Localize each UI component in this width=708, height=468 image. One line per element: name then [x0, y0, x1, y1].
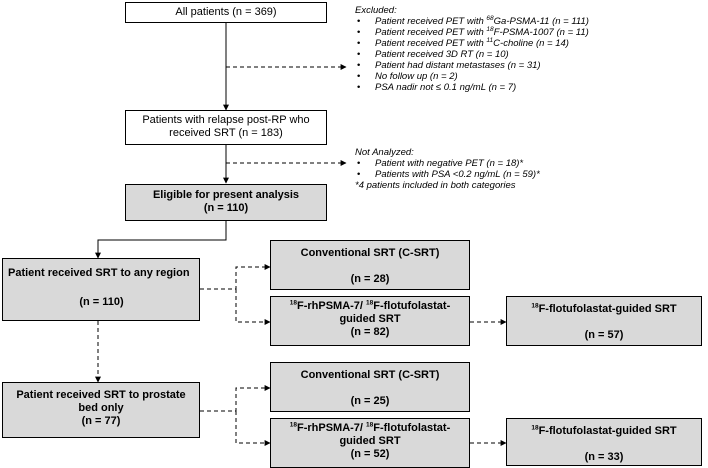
psma-any-n: (n = 82)	[350, 326, 390, 338]
psma-any-box: 18F-rhPSMA-7/ 18F-flotufolastat- guided …	[270, 296, 470, 346]
not-analyzed-list: Patient with negative PET (n = 18)* Pati…	[355, 158, 695, 180]
not-analyzed-note: Not Analyzed: Patient with negative PET …	[355, 147, 695, 191]
flot-bed-n: (n = 33)	[584, 451, 624, 463]
csrt-bed-box: Conventional SRT (C-SRT) (n = 25)	[270, 362, 470, 412]
csrt-bed-n: (n = 25)	[350, 395, 390, 407]
excluded-item: Patient received PET with 18F-PSMA-1007 …	[355, 26, 695, 38]
csrt-any-box: Conventional SRT (C-SRT) (n = 28)	[270, 240, 470, 290]
excluded-title: Excluded:	[355, 5, 397, 16]
flot-bed-box: 18F-flotufolastat-guided SRT (n = 33)	[506, 418, 702, 466]
not-analyzed-item: Patients with PSA <0.2 ng/mL (n = 59)*	[355, 169, 695, 180]
excluded-item: Patient received 3D RT (n = 10)	[355, 49, 695, 60]
prostate-bed-line1: Patient received SRT to prostate	[16, 389, 186, 401]
csrt-any-n: (n = 28)	[350, 273, 390, 285]
any-region-n: (n = 110)	[79, 296, 124, 308]
csrt-any-label: Conventional SRT (C-SRT)	[300, 247, 440, 259]
not-analyzed-item: Patient with negative PET (n = 18)*	[355, 158, 695, 169]
any-region-label: Patient received SRT to any region	[8, 267, 190, 279]
arrow-eligible-to-any	[95, 221, 227, 259]
excluded-note: Excluded: Patient received PET with 68Ga…	[355, 5, 695, 93]
flot-any-label: 18F-flotufolastat-guided SRT	[531, 302, 677, 315]
psma-bed-box: 18F-rhPSMA-7/ 18F-flotufolastat- guided …	[270, 418, 470, 468]
not-analyzed-footnote: *4 patients included in both categories	[355, 180, 516, 191]
prostate-bed-n: (n = 77)	[81, 415, 121, 427]
psma-bed-n: (n = 52)	[350, 448, 390, 460]
arrow-any-to-psma	[235, 289, 271, 325]
flot-any-n: (n = 57)	[584, 329, 624, 341]
prostate-bed-box: Patient received SRT to prostate bed onl…	[2, 382, 200, 438]
psma-any-label: 18F-rhPSMA-7/ 18F-flotufolastat-	[289, 299, 451, 312]
arrow-bed-to-csrt	[200, 385, 271, 412]
arrow-any-to-csrt	[200, 264, 271, 290]
relapse-line2: received SRT (n = 183)	[169, 127, 283, 139]
relapse-line1: Patients with relapse post-RP who	[142, 114, 310, 126]
excluded-item: Patient received PET with 68Ga-PSMA-11 (…	[355, 15, 695, 27]
eligible-line1: Eligible for present analysis	[152, 189, 300, 201]
arrow-bed-to-psma	[235, 411, 271, 446]
flot-bed-label: 18F-flotufolastat-guided SRT	[531, 424, 677, 437]
any-region-box: Patient received SRT to any region (n = …	[2, 258, 200, 321]
excluded-item: PSA nadir not ≤ 0.1 ng/mL (n = 7)	[355, 82, 695, 93]
psma-bed-label2: guided SRT	[339, 435, 401, 447]
all-patients-label: All patients (n = 369)	[175, 6, 277, 18]
prostate-bed-line2: bed only	[78, 402, 124, 414]
not-analyzed-title: Not Analyzed:	[355, 147, 414, 158]
relapse-box: Patients with relapse post-RP who receiv…	[125, 110, 327, 145]
excluded-item: No follow up (n = 2)	[355, 71, 695, 82]
eligible-line2: (n = 110)	[203, 202, 249, 214]
flot-any-box: 18F-flotufolastat-guided SRT (n = 57)	[506, 296, 702, 346]
eligible-box: Eligible for present analysis (n = 110)	[125, 184, 327, 221]
csrt-bed-label: Conventional SRT (C-SRT)	[300, 369, 440, 381]
psma-any-label2: guided SRT	[339, 313, 401, 325]
excluded-item: Patient had distant metastases (n = 31)	[355, 60, 695, 71]
excluded-list: Patient received PET with 68Ga-PSMA-11 (…	[355, 15, 695, 93]
psma-bed-label: 18F-rhPSMA-7/ 18F-flotufolastat-	[289, 421, 451, 434]
all-patients-box: All patients (n = 369)	[125, 2, 327, 23]
excluded-item: Patient received PET with 11C-choline (n…	[355, 37, 695, 49]
